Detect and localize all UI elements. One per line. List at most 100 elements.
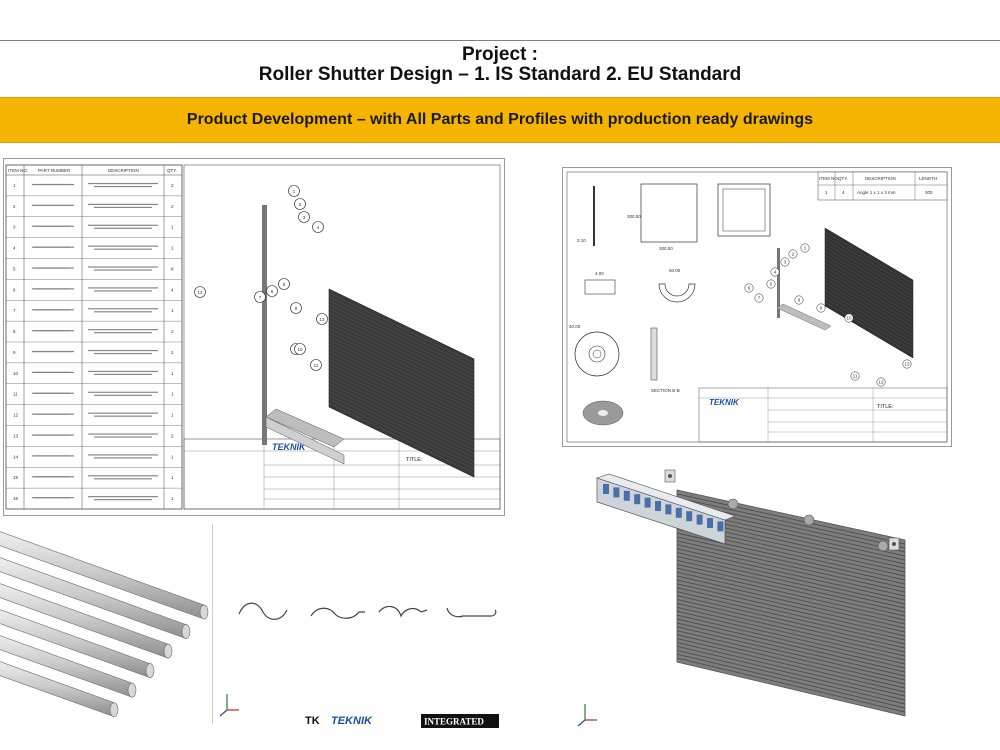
slat-end: [199, 604, 209, 620]
beam-slot: [655, 501, 661, 511]
balloon-number: 6: [748, 286, 751, 291]
bom-item-no: 15: [13, 475, 19, 480]
mini-slat-line: [824, 301, 914, 355]
bom-part-text-line: [34, 392, 70, 394]
balloon-callout: [194, 286, 206, 298]
bom-desc-text-line: [94, 311, 152, 313]
bom-qty: 2: [171, 183, 174, 188]
bom-part-text-line: [34, 204, 70, 207]
3d-slat-line: [676, 622, 906, 677]
profile-curve-4: [446, 607, 497, 618]
bom-qty: 1: [171, 392, 174, 397]
mini-slat-line: [824, 290, 914, 343]
balloon-number: 7: [758, 296, 761, 301]
bom-header-part: PART NUMBER: [38, 168, 71, 173]
teknik-logo-right: TEKNIK: [709, 398, 740, 407]
3d-slat-line: [676, 602, 906, 657]
header-divider: [0, 40, 1000, 41]
beam-slot: [696, 514, 703, 525]
mini-slat-line: [824, 255, 914, 308]
balloon-callout: [312, 221, 324, 233]
bom-desc-text-line: [88, 412, 158, 414]
bom-qty: 2: [171, 433, 174, 438]
parts-table: ITEM NO. QTY. DESCRIPTION LENGTH 1 4 Ang…: [817, 171, 948, 201]
balloon-callout: [254, 291, 266, 303]
slat-end: [127, 682, 137, 698]
mini-slat-line: [824, 259, 914, 312]
mini-slat-line: [824, 251, 914, 304]
balloon-number: 1: [293, 189, 296, 194]
3d-slat-line: [676, 591, 906, 645]
mini-slat-line: [824, 243, 914, 296]
balloon-number: 1: [804, 246, 807, 251]
curtain-slat-line: [328, 304, 475, 375]
bom-part-text-line: [34, 183, 70, 186]
bom-desc-text-line: [94, 352, 152, 355]
balloon-callout: [794, 295, 804, 305]
bom-desc-text-line: [88, 266, 158, 268]
curtain-slat-line: [328, 383, 475, 454]
bom-part-text-line: [34, 246, 70, 248]
balloon-callout: [766, 279, 776, 289]
curtain-slat-line: [328, 387, 475, 458]
balloon-number: 12: [878, 380, 884, 385]
curtain-slat-line: [328, 402, 475, 474]
mini-slat-line: [824, 247, 914, 300]
axis-triad-right: [577, 704, 597, 727]
balloon-number: 8: [295, 306, 298, 311]
rod-part: [593, 186, 595, 246]
bom-desc-text-line: [94, 478, 152, 480]
bom-item-no: 12: [13, 413, 19, 418]
3d-slat-line: [676, 548, 906, 601]
bom-desc-text-line: [88, 454, 158, 456]
bom-item-no: 8: [13, 329, 16, 334]
panel-divider: [212, 524, 213, 724]
beam-slot: [707, 518, 713, 528]
integrated-logo: INTEGRATED: [424, 717, 484, 727]
curtain-slat-line: [328, 332, 475, 403]
beam-slot: [665, 504, 672, 515]
3d-slat-line: [676, 653, 906, 709]
teknik-footer-logo: TEKNIK: [331, 715, 373, 727]
bom-desc-text-line: [94, 415, 152, 417]
bom-header-desc: DESCRIPTION: [108, 168, 139, 173]
curtain-slat-line: [328, 339, 475, 411]
beam-slot: [634, 494, 641, 505]
shutter-3d-render: [573, 466, 936, 730]
beam-slot: [603, 484, 609, 494]
balloon-callout: [290, 302, 302, 314]
parts-row-qty: 4: [842, 190, 845, 195]
mini-slat-line: [824, 231, 914, 285]
bom-header-item: ITEM NO.: [8, 168, 28, 173]
dim-ring: 50.00: [669, 268, 681, 273]
3d-slat-line: [676, 540, 906, 593]
bom-part-text-line: [34, 476, 70, 478]
title-label-right: TITLE:: [877, 404, 894, 410]
bom-qty: 8: [171, 266, 174, 271]
mini-slat-line: [824, 278, 914, 331]
tk-logo: TK: [305, 715, 320, 727]
balloon-callout: [266, 285, 278, 297]
3d-slat-line: [676, 536, 906, 589]
balloon-callout: [800, 243, 810, 253]
3d-slat-line: [676, 610, 906, 665]
banner: Product Development – with All Parts and…: [0, 97, 1000, 143]
parts-header-desc: DESCRIPTION: [865, 176, 896, 181]
bom-part-text-line: [34, 225, 70, 227]
beam-slot: [675, 507, 682, 518]
balloon-number: 2: [299, 202, 302, 207]
mini-slat-line: [824, 298, 914, 351]
bom-desc-text-line: [88, 308, 158, 310]
profile-sections: TK TEKNIK INTEGRATED: [213, 524, 503, 730]
3d-slat-line: [676, 614, 906, 669]
balloon-number: 13: [904, 362, 910, 367]
balloon-callout: [310, 359, 322, 371]
bom-part-text-line: [34, 330, 70, 332]
bom-qty: 2: [171, 329, 174, 334]
balloon-callout: [788, 249, 798, 259]
bom-desc-text-line: [94, 457, 152, 459]
balloon-number: 13: [319, 317, 325, 322]
